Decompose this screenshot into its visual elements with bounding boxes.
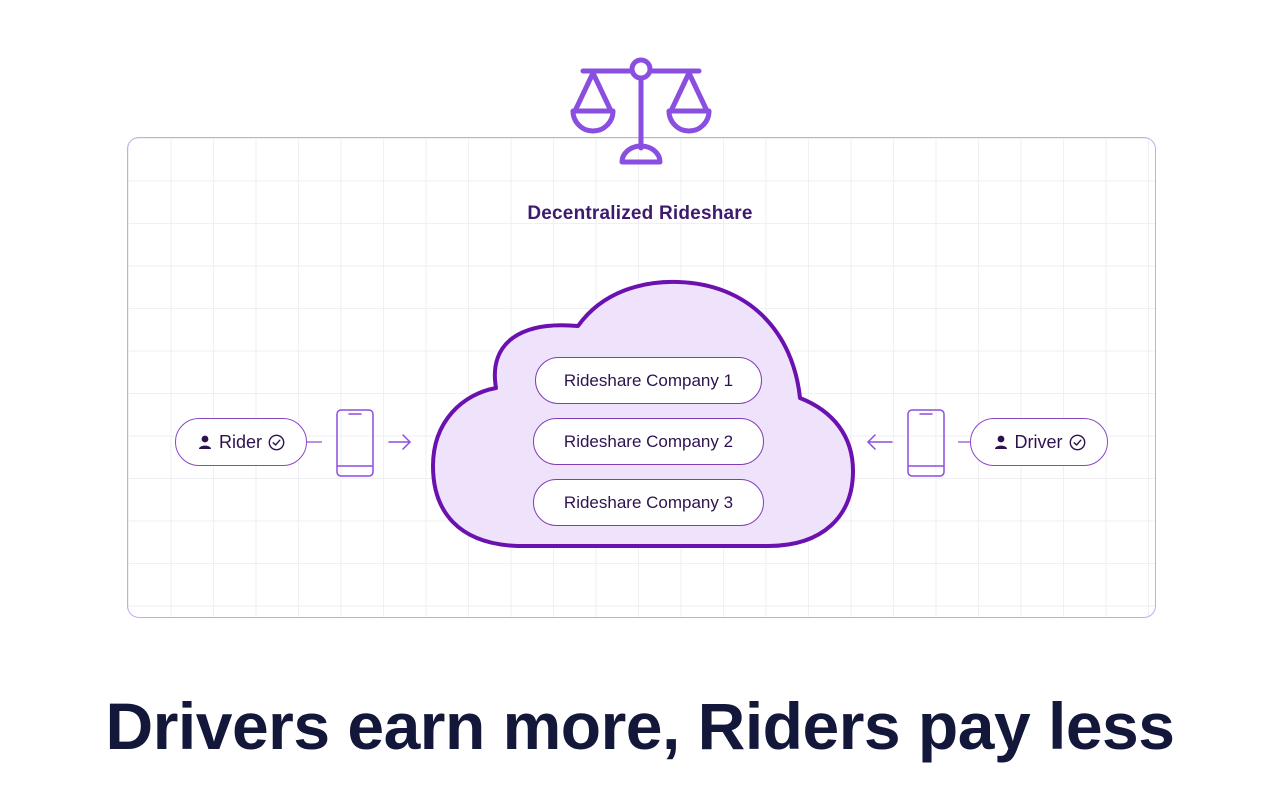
rideshare-company-1: Rideshare Company 1 — [535, 357, 762, 404]
headline: Drivers earn more, Riders pay less — [105, 689, 1175, 763]
person-icon — [198, 435, 211, 449]
balance-scale-icon — [570, 57, 712, 165]
driver-label: Driver — [1014, 431, 1063, 452]
check-circle-icon — [1069, 434, 1085, 450]
person-icon — [994, 435, 1007, 449]
rider-node: Rider — [175, 418, 307, 466]
rideshare-company-2: Rideshare Company 2 — [533, 418, 764, 465]
driver-node: Driver — [970, 418, 1108, 466]
rideshare-company-3: Rideshare Company 3 — [533, 479, 764, 526]
rider-label: Rider — [218, 431, 262, 452]
diagram-title: Decentralized Rideshare — [527, 203, 753, 224]
check-circle-icon — [268, 434, 285, 450]
